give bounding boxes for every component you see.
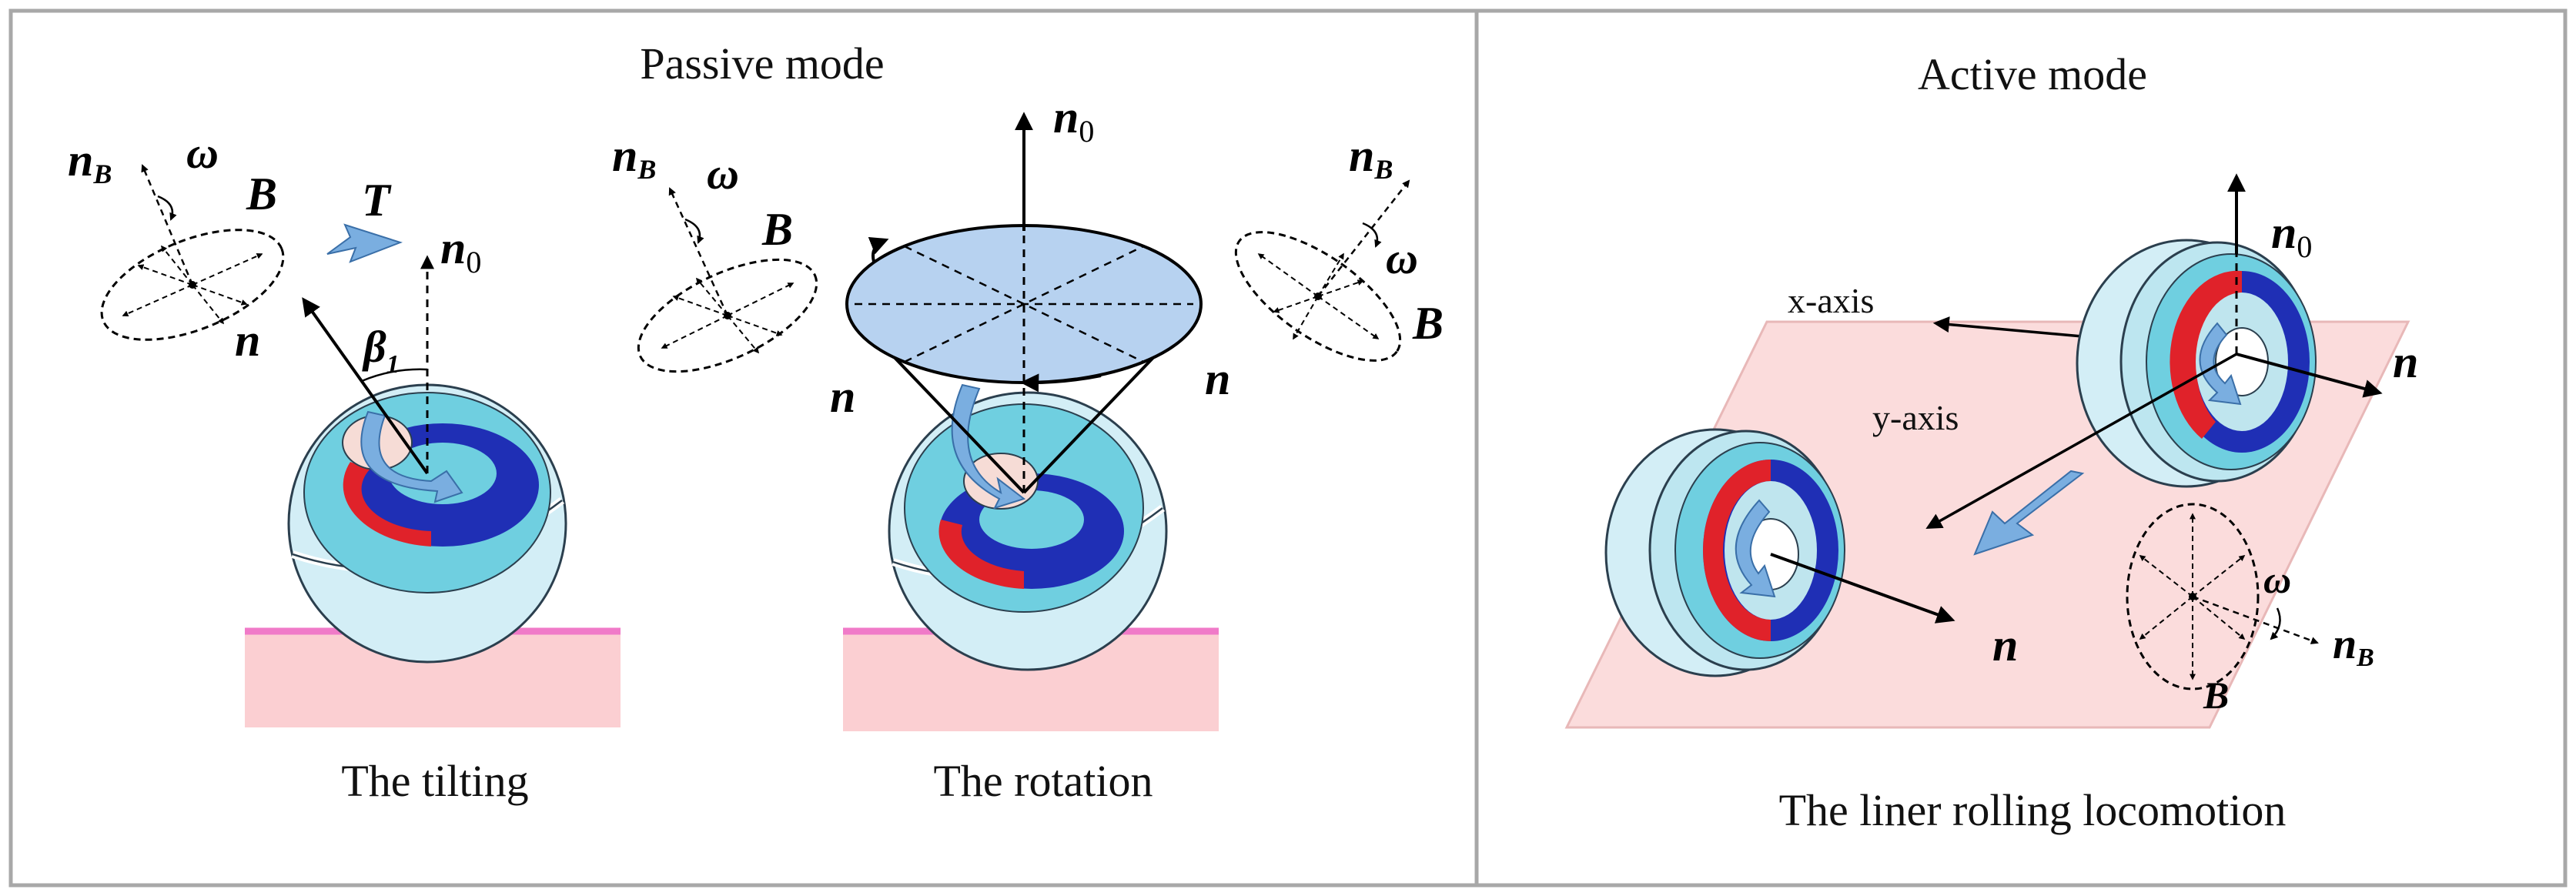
rotation-n-left-label: n xyxy=(830,371,855,422)
tilting-rotation-arrow xyxy=(360,410,463,503)
tilting-nB-label: nB xyxy=(68,135,112,189)
tilting-magnet-red xyxy=(343,462,431,547)
active-omega-label: ω xyxy=(2263,558,2291,601)
rear-robot xyxy=(2076,239,2317,488)
passive-title: Passive mode xyxy=(640,38,884,89)
active-n0-label: n0 xyxy=(2271,207,2312,264)
rear-n-label: n xyxy=(2393,336,2418,387)
y-axis-label: y-axis xyxy=(1872,398,1959,437)
tilting-field-symbol xyxy=(100,164,285,341)
passive-panel: Passive mode β1 T xyxy=(68,38,1444,806)
active-caption: The liner rolling locomotion xyxy=(1779,785,2287,835)
active-B-label: B xyxy=(2203,674,2229,717)
tilting-omega-label: ω xyxy=(186,128,219,178)
rotation-omega-right-label: ω xyxy=(1386,233,1418,283)
tilting-figure: β1 T n0 n nB ω B The tilti xyxy=(68,128,621,806)
rotation-nB-left-label: nB xyxy=(612,130,656,185)
active-nB-label: nB xyxy=(2333,620,2374,672)
tilting-n-label: n xyxy=(235,315,260,366)
rotation-caption: The rotation xyxy=(933,756,1153,806)
tilting-n-vector xyxy=(302,297,429,475)
rotation-nB-right-label: nB xyxy=(1349,130,1393,185)
rotation-n-right-label: n xyxy=(1205,353,1230,404)
y-axis-arrow xyxy=(1925,353,2237,530)
rotation-rotation-arrow xyxy=(951,383,1026,510)
tilting-beta-label: β1 xyxy=(362,322,400,379)
rotation-magnet-red xyxy=(938,520,1024,589)
rotation-B-left-label: B xyxy=(761,204,793,255)
rotation-B-right-label: B xyxy=(1412,298,1444,349)
rotation-n0-label: n0 xyxy=(1053,92,1094,149)
front-n-vector xyxy=(1770,553,1955,624)
outer-frame xyxy=(8,8,2568,888)
motion-direction-arrow xyxy=(1973,470,2085,556)
active-panel: Active mode x-axis n0 n y-axis xyxy=(1564,49,2418,835)
front-robot xyxy=(1604,428,1845,677)
tilting-B-label: B xyxy=(246,169,277,219)
front-n-label: n xyxy=(1992,620,2018,670)
rotation-omega-left-label: ω xyxy=(707,149,739,199)
active-field-symbol xyxy=(2126,503,2319,690)
tilting-beta-arc xyxy=(361,368,428,383)
tilting-caption: The tilting xyxy=(341,756,528,806)
active-title: Active mode xyxy=(1918,49,2147,99)
rotation-figure: n0 n n nB ω B xyxy=(612,92,1444,806)
rear-magnet-red xyxy=(2170,270,2242,439)
front-magnet-red xyxy=(1703,460,1771,641)
x-axis-label: x-axis xyxy=(1788,281,1874,320)
tilting-T-label: T xyxy=(362,175,392,226)
tilting-torque-arrow xyxy=(326,223,403,263)
rotation-cone-spokes xyxy=(855,245,1193,363)
rotation-circulation-arrow xyxy=(1020,373,1102,393)
rear-n-vector xyxy=(2236,353,2383,398)
rotation-field-symbol-left xyxy=(637,187,818,373)
tilting-n0-label: n0 xyxy=(440,222,481,279)
